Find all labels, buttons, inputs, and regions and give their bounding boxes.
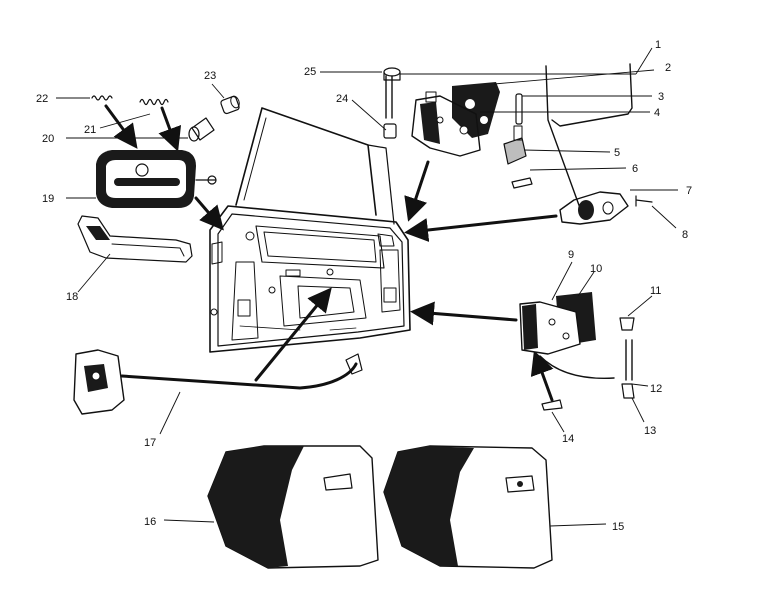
callout-9: 9 <box>568 249 574 261</box>
callout-23: 23 <box>204 70 216 82</box>
check-arm <box>545 63 633 209</box>
part-4-hinge <box>411 91 481 157</box>
callout-1: 1 <box>655 39 661 51</box>
callout-labels: 1 2 3 4 5 6 7 8 9 10 11 12 13 14 15 16 1… <box>36 39 692 533</box>
part-17-lock-mechanism <box>73 349 363 415</box>
part-12-pin <box>625 339 633 381</box>
part-16-outer-skin <box>207 445 379 569</box>
callout-13: 13 <box>644 425 656 437</box>
callout-7: 7 <box>686 185 692 197</box>
part-13-bush <box>621 383 635 399</box>
part-1-cap <box>383 67 401 81</box>
part-5-clip <box>503 125 527 165</box>
part-3-pin <box>515 93 523 125</box>
part-14-screw <box>541 399 563 411</box>
callout-19: 19 <box>42 193 54 205</box>
callout-18: 18 <box>66 291 78 303</box>
door-inner-panel <box>209 205 411 353</box>
callout-8: 8 <box>682 229 688 241</box>
part-9-lower-hinge <box>519 301 581 355</box>
callout-20: 20 <box>42 133 54 145</box>
part-15-outer-skin <box>383 445 553 569</box>
part-25-bolt <box>385 75 393 119</box>
part-18-interior-pull <box>77 215 193 263</box>
callout-11: 11 <box>650 285 661 297</box>
callout-25: 25 <box>304 66 316 78</box>
part-19-outer-handle <box>96 150 217 208</box>
callout-6: 6 <box>632 163 638 175</box>
callout-3: 3 <box>658 91 664 103</box>
part-11-nut <box>619 317 635 331</box>
callout-15: 15 <box>612 521 624 533</box>
part-20-lock-barrel <box>188 117 215 142</box>
callout-12: 12 <box>650 383 662 395</box>
part-2-plate <box>452 82 500 138</box>
callout-5: 5 <box>614 147 620 159</box>
leader-lines <box>56 47 678 527</box>
part-24-bush <box>383 123 397 139</box>
part-8-bolt <box>635 195 653 207</box>
part-21-spring <box>139 98 169 106</box>
part-7-check-strap <box>559 191 629 225</box>
assembly-arrows <box>104 104 615 402</box>
callout-10: 10 <box>590 263 602 275</box>
window-frame <box>235 107 395 225</box>
part-6-screw <box>511 177 533 189</box>
callout-17: 17 <box>144 437 156 449</box>
callout-14: 14 <box>562 433 574 445</box>
callout-21: 21 <box>84 124 96 136</box>
callout-24: 24 <box>336 93 348 105</box>
callout-4: 4 <box>654 107 660 119</box>
callout-16: 16 <box>144 516 156 528</box>
part-22-spring <box>91 95 113 101</box>
part-23-cylinder <box>220 95 240 115</box>
callout-22: 22 <box>36 93 48 105</box>
callout-2: 2 <box>665 62 671 74</box>
